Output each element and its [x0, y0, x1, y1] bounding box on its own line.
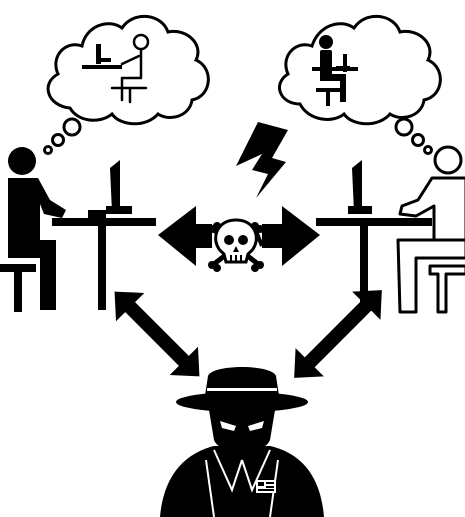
- thought-bubble-left: [45, 16, 209, 153]
- thought-bubble-right: [279, 16, 440, 153]
- double-arrow-left-to-attacker: [100, 277, 213, 390]
- spy-with-hat-icon: [160, 367, 324, 517]
- right-user-icon: [316, 147, 465, 312]
- left-user-icon: [0, 147, 156, 312]
- skull-crossbones-icon: [208, 220, 264, 272]
- id-badge-icon: [256, 480, 276, 493]
- lightning-bolt-icon: [236, 122, 288, 198]
- double-arrow-right-to-attacker: [280, 276, 396, 392]
